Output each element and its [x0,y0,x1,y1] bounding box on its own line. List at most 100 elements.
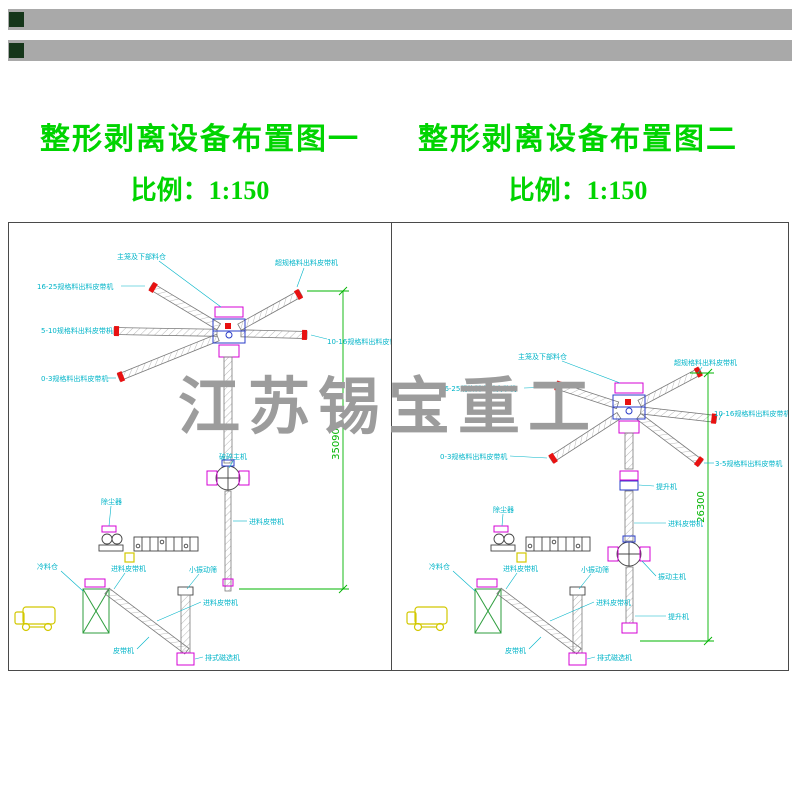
conveyor-16-25 [554,380,620,410]
lower-hoist [625,566,634,624]
dimension-overall-height: 26300 [640,368,714,646]
dust-collector [98,525,124,552]
app-icon-2[interactable] [9,43,24,58]
belt-end-marker [548,452,558,464]
cad-drawing-2: 26300 主笼及下部料仓 超规格料出料皮带机 16-25规格料出料皮带机 10… [406,352,788,666]
conveyor-5-10 [113,325,218,337]
vibrating-main-machine [607,535,651,567]
conveyor-10-16 [240,329,308,341]
drawing-2-title-block: 整形剥离设备布置图二 比例：1:150 [398,114,758,207]
label-feed-belt-1: 进料皮带机 [249,517,284,526]
label-small-screen: 小振动筛 [581,565,609,574]
label-belt: 皮带机 [505,646,526,655]
incline-feed-belt [496,587,582,655]
control-box [124,552,135,563]
drawing-1-title-block: 整形剥离设备布置图一 比例：1:150 [8,114,392,207]
dimension-text: 35090 [331,428,342,460]
title-bar-2 [8,40,792,61]
label-16-25-belt: 16-25规格料出料皮带机 [440,384,516,393]
label-oversize-belt: 超规格料出料皮带机 [674,358,737,367]
label-10-16-belt: 10-16规格料出料皮带机 [327,337,391,346]
label-feed-belt-2: 进料皮带机 [503,564,538,573]
label-feed-belt-3: 进料皮带机 [203,598,238,607]
label-0-3-belt: 0-3规格料出料皮带机 [41,374,108,383]
label-hoist-2: 提升机 [668,612,689,621]
cold-bin [82,578,110,634]
label-5-10-belt: 5-10规格料出料皮带机 [41,326,113,335]
drawing-2-scale: 比例：1:150 [508,176,648,205]
lower-feed-belt [224,490,232,592]
screen-rack [124,536,199,563]
drawing-2-title: 整形剥离设备布置图二 [418,123,738,156]
label-3-5-belt: 3-5规格料出料皮带机 [715,459,782,468]
label-oversize-belt: 超规格料出料皮带机 [275,258,338,267]
dimension-text: 26300 [696,491,707,523]
labels: 主笼及下部料仓 超规格料出料皮带机 16-25规格料出料皮带机 5-10规格料出… [37,252,391,662]
feed-belt-upper [624,432,634,470]
conveyor-0-3 [116,333,220,383]
belt-end-marker [116,371,126,383]
bucket-elevator [568,586,587,666]
label-main-cage: 主笼及下部料仓 [518,352,567,361]
label-crusher: 破碎主机 [219,452,247,461]
label-main-cage: 主笼及下部料仓 [117,252,166,261]
label-16-25-belt: 16-25规格料出料皮带机 [37,282,113,291]
incline-feed-belt [104,587,190,655]
conveyor-0-3 [548,412,622,464]
label-cold-bin: 冷料仓 [429,562,450,571]
belt-end-marker [554,380,563,392]
belt-end-marker [293,288,304,301]
label-feed-belt-1: 进料皮带机 [668,519,703,528]
label-0-3-belt: 0-3规格料出料皮带机 [440,452,507,461]
conveyor-10-16 [640,406,718,424]
label-cold-bin: 冷料仓 [37,562,58,571]
belt-end-marker [301,329,308,341]
label-hoist-1: 提升机 [656,482,677,491]
conveyor-3-5 [635,412,704,468]
screen-rack [516,536,591,563]
belt-end-marker [113,325,120,337]
dust-collector [490,525,516,552]
label-belt: 皮带机 [113,646,134,655]
title-bar-1 [8,9,792,30]
drawing-1-title: 整形剥离设备布置图一 [40,123,360,156]
truck [14,606,56,632]
belt-end-marker [710,413,718,424]
magnetic-separator-unit [176,652,195,666]
radial-discharge-conveyors [113,281,308,383]
label-10-16-belt: 10-16规格料出料皮带机 [714,409,788,418]
truck [406,606,448,632]
watermark: 江苏锡宝重工 [178,370,599,443]
belt-end-marker [148,281,158,293]
feed-belt-mid [624,490,634,542]
label-dust-collector: 除尘器 [493,505,514,514]
labels: 主笼及下部料仓 超规格料出料皮带机 16-25规格料出料皮带机 10-16规格料… [429,352,788,662]
label-vibrating-main: 振动主机 [658,572,686,581]
label-magnetic: 排式磁选机 [205,653,240,662]
drawing-panel-1: 35090 主笼及下部料仓 超规格料出料皮带机 16-25规格料出料皮带机 5-… [8,222,392,671]
dimension-overall-height: 35090 [239,286,349,594]
magnetic-separator-unit [568,652,587,666]
main-cage-hopper [212,306,246,358]
conveyor-oversize [237,288,304,331]
main-cage-hopper [612,382,646,434]
label-magnetic: 排式磁选机 [597,653,632,662]
cold-bin [474,578,502,634]
label-feed-belt-2: 进料皮带机 [111,564,146,573]
cad-drawing-1: 35090 主笼及下部料仓 超规格料出料皮带机 16-25规格料出料皮带机 5-… [14,252,391,666]
hoist-base [621,622,638,634]
belt-end-marker [693,456,704,468]
radial-discharge-conveyors [548,366,718,468]
belt-drive [222,578,234,587]
label-dust-collector: 除尘器 [101,497,122,506]
label-feed-belt-3: 进料皮带机 [596,598,631,607]
label-small-screen: 小振动筛 [189,565,217,574]
feed-elevator [223,356,233,464]
drawing-1-scale: 比例：1:150 [130,176,270,205]
control-box [516,552,527,563]
app-icon-1[interactable] [9,12,24,27]
crusher-machine [206,459,250,491]
hoist-unit [619,470,639,491]
bucket-elevator [176,586,195,666]
drawing-panel-2: 26300 主笼及下部料仓 超规格料出料皮带机 16-25规格料出料皮带机 10… [391,222,789,671]
